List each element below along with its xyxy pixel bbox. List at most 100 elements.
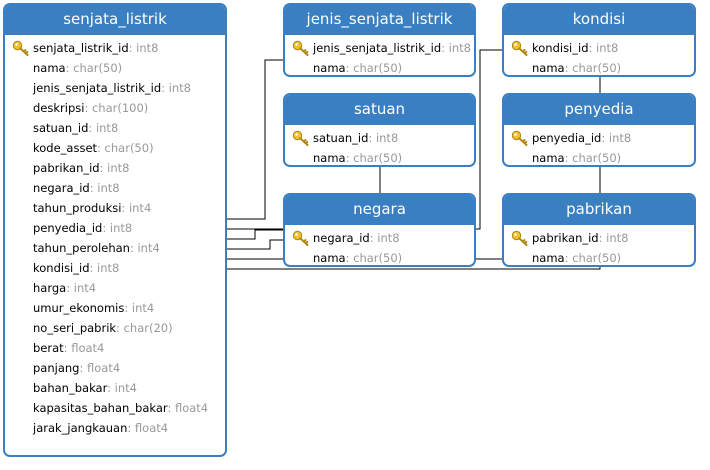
key-icon — [12, 40, 30, 56]
column-type: : char(20) — [116, 321, 173, 335]
column-name: nama — [313, 251, 346, 265]
column-row[interactable]: nama: char(50) — [504, 58, 694, 75]
key-icon — [292, 130, 310, 146]
column-type: : char(50) — [345, 151, 403, 165]
column-name: senjata_listrik_id — [33, 41, 129, 55]
column-name: nama — [532, 151, 565, 165]
link-negara-b — [227, 239, 285, 250]
column-row[interactable]: nama: char(50) — [5, 58, 225, 78]
column-name: nama — [33, 61, 66, 75]
column-type: : char(50) — [65, 61, 123, 75]
column-row[interactable]: satuan_id: int8 — [5, 118, 225, 138]
column-type: : float4 — [63, 341, 105, 355]
column-row[interactable]: nama: char(50) — [285, 148, 474, 165]
column-type: : int8 — [99, 161, 130, 175]
column-row[interactable]: berat: float4 — [5, 338, 225, 358]
column-row[interactable]: harga: int4 — [5, 278, 225, 298]
column-name: jenis_senjata_listrik_id — [33, 81, 162, 95]
column-row[interactable]: pabrikan_id: int8 — [5, 158, 225, 178]
table-senjata-listrik[interactable]: senjata_listrik senjata_listrik_id: int8… — [3, 3, 227, 457]
column-row[interactable]: kode_asset: char(50) — [5, 138, 225, 158]
column-row[interactable]: penyedia_id: int8 — [5, 218, 225, 238]
link-jenis-senjata-listrik — [227, 59, 285, 220]
column-row[interactable]: jarak_jangkauan: float4 — [5, 418, 225, 438]
primary-key-row[interactable]: senjata_listrik_id: int8 — [5, 38, 225, 58]
column-name: nama — [532, 251, 565, 265]
column-row[interactable]: kondisi_id: int8 — [5, 258, 225, 278]
column-row[interactable]: no_seri_pabrik: char(20) — [5, 318, 225, 338]
column-row[interactable]: nama: char(50) — [504, 248, 694, 265]
key-icon — [292, 230, 310, 246]
column-row[interactable]: nama: char(50) — [285, 58, 474, 75]
column-name: satuan_id — [313, 131, 369, 145]
column-type: : int8 — [161, 81, 191, 95]
column-name: tahun_perolehan — [33, 241, 130, 255]
column-type: : int8 — [598, 231, 629, 245]
column-type: : int8 — [89, 261, 120, 275]
column-row[interactable]: tahun_perolehan: int4 — [5, 238, 225, 258]
column-row[interactable]: umur_ekonomis: int4 — [5, 298, 225, 318]
column-row[interactable]: nama: char(50) — [285, 248, 474, 265]
column-name: harga — [33, 281, 67, 295]
column-type: : int8 — [601, 131, 632, 145]
column-name: negara_id — [313, 231, 370, 245]
column-type: : char(50) — [564, 251, 622, 265]
column-type: : int8 — [588, 41, 619, 55]
column-name: deskripsi — [33, 101, 85, 115]
column-type: : int4 — [107, 381, 137, 395]
column-row[interactable]: nama: char(50) — [504, 148, 694, 165]
table-jenis-senjata-listrik[interactable]: jenis_senjata_listrik jenis_senjata_list… — [283, 3, 476, 77]
column-row[interactable]: bahan_bakar: int4 — [5, 378, 225, 398]
column-row[interactable]: panjang: float4 — [5, 358, 225, 378]
table-title: senjata_listrik — [5, 5, 225, 35]
column-type: : char(50) — [345, 61, 403, 75]
column-type: : int8 — [88, 121, 119, 135]
column-name: umur_ekonomis — [33, 301, 125, 315]
table-title: pabrikan — [504, 195, 694, 225]
primary-key-row[interactable]: penyedia_id: int8 — [504, 128, 694, 148]
column-type: : int8 — [128, 41, 159, 55]
column-name: kapasitas_bahan_bakar — [33, 401, 168, 415]
column-name: kondisi_id — [33, 261, 90, 275]
column-row[interactable]: kapasitas_bahan_bakar: float4 — [5, 398, 225, 418]
column-row[interactable]: jenis_senjata_listrik_id: int8 — [5, 78, 225, 98]
primary-key-row[interactable]: pabrikan_id: int8 — [504, 228, 694, 248]
key-icon — [511, 40, 529, 56]
table-title: negara — [285, 195, 474, 225]
column-name: jarak_jangkauan — [33, 421, 128, 435]
column-name: satuan_id — [33, 121, 89, 135]
column-type: : int8 — [441, 41, 471, 55]
column-type: : char(50) — [564, 61, 622, 75]
column-type: : int4 — [129, 241, 160, 255]
primary-key-row[interactable]: satuan_id: int8 — [285, 128, 474, 148]
column-name: panjang — [33, 361, 80, 375]
table-title: kondisi — [504, 5, 694, 35]
primary-key-row[interactable]: negara_id: int8 — [285, 228, 474, 248]
primary-key-row[interactable]: kondisi_id: int8 — [504, 38, 694, 58]
column-row[interactable]: tahun_produksi: int4 — [5, 198, 225, 218]
column-name: tahun_produksi — [33, 201, 122, 215]
table-title: penyedia — [504, 95, 694, 125]
column-name: negara_id — [33, 181, 90, 195]
column-type: : int8 — [89, 181, 120, 195]
column-row[interactable]: deskripsi: char(100) — [5, 98, 225, 118]
column-name: pabrikan_id — [33, 161, 100, 175]
column-row[interactable]: negara_id: int8 — [5, 178, 225, 198]
column-type: : char(50) — [97, 141, 154, 155]
primary-key-row[interactable]: jenis_senjata_listrik_id: int8 — [285, 38, 474, 58]
column-type: : int4 — [124, 301, 155, 315]
column-name: nama — [532, 61, 565, 75]
column-name: berat — [33, 341, 64, 355]
column-name: kode_asset — [33, 141, 98, 155]
column-name: nama — [313, 61, 346, 75]
